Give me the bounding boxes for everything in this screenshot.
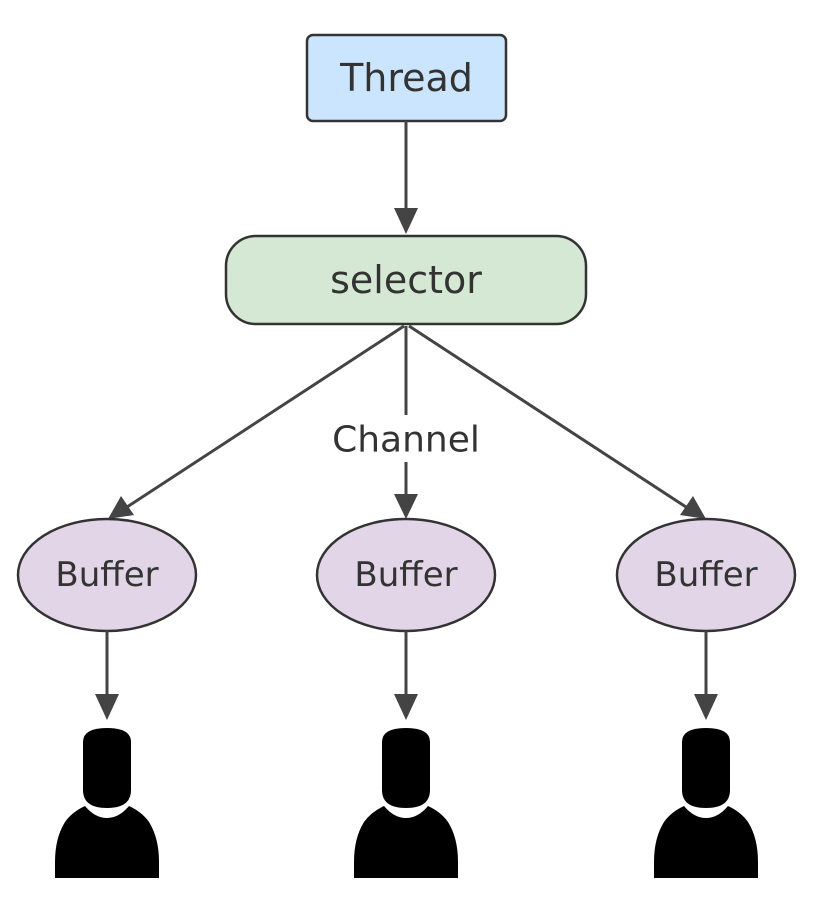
edge-buffer-to-user-right — [694, 631, 718, 720]
edge-thread-to-selector — [394, 121, 418, 234]
arrowhead — [108, 496, 134, 519]
user-icon — [654, 728, 758, 878]
arrowhead — [95, 694, 119, 720]
channel-label: Channel — [332, 420, 480, 461]
arrowhead — [680, 496, 706, 519]
buffer-label: Buffer — [354, 555, 457, 595]
selector-box — [224, 234, 588, 326]
buffer-node-left: Buffer — [16, 517, 198, 633]
arrowhead — [394, 494, 418, 519]
edge-selector-to-buffer-right — [408, 324, 706, 519]
buffer-node-right: Buffer — [615, 517, 797, 633]
arrowhead — [394, 694, 418, 720]
edge-selector-to-buffer-left — [108, 324, 405, 519]
buffer-node-middle: Buffer — [315, 517, 497, 633]
arrowhead — [694, 694, 718, 720]
edge-buffer-to-user-middle — [394, 631, 418, 720]
selector-node: selector — [224, 234, 588, 326]
user-icon — [354, 728, 458, 878]
thread-label: Thread — [339, 56, 473, 100]
arrowhead — [394, 208, 418, 234]
selector-label: selector — [330, 258, 482, 302]
buffer-label: Buffer — [55, 555, 158, 595]
edge-buffer-to-user-left — [95, 631, 119, 720]
thread-node: Thread — [305, 33, 508, 123]
buffer-label: Buffer — [654, 555, 757, 595]
user-icon — [55, 728, 159, 878]
edge-selector-to-buffer-middle — [394, 326, 418, 519]
